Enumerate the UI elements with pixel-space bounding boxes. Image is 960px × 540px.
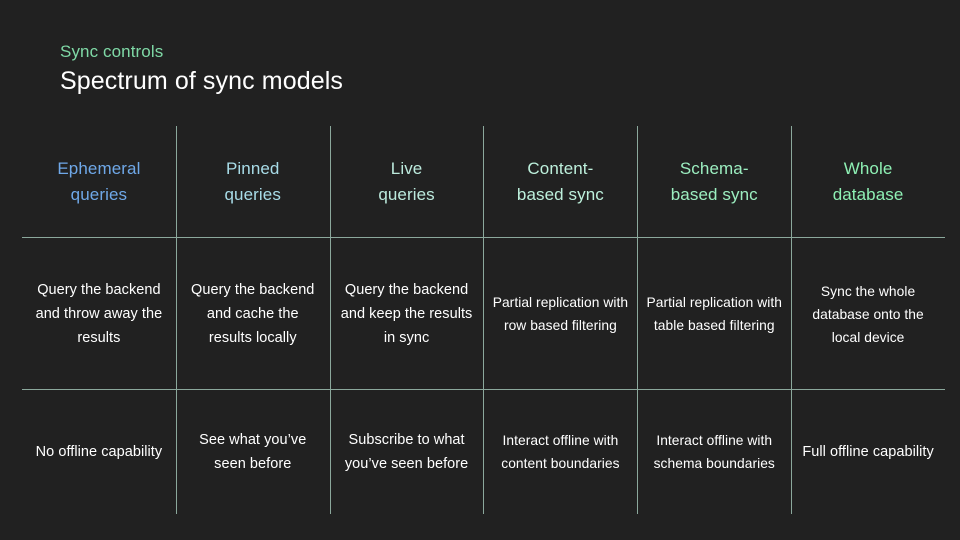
description-text: Query the backend and throw away the res… (35, 282, 163, 346)
slide-eyebrow: Sync controls (60, 42, 164, 61)
sync-models-table: Ephemeral queries Pinned queries Live qu… (22, 126, 945, 514)
offline-text: No offline capability (35, 444, 163, 460)
description-text: Sync the whole database onto the local d… (812, 283, 924, 345)
column-header-line1: Schema- (679, 159, 749, 178)
table-header-cell-pinned-queries: Pinned queries (175, 126, 330, 238)
table-row: Interact offline with content boundaries (483, 390, 637, 514)
offline-text: See what you’ve seen before (199, 432, 307, 472)
table-row: Partial replication with table based fil… (637, 238, 791, 390)
column-header-line1: Pinned (225, 159, 280, 178)
table-row: No offline capability (22, 390, 176, 514)
table-row: Partial replication with row based filte… (483, 238, 638, 390)
column-header-line2: based sync (516, 185, 604, 204)
table-header-cell-schema-based-sync: Schema- based sync (637, 126, 791, 238)
page-title: Spectrum of sync models (60, 67, 343, 95)
table-header-cell-live-queries: Live queries (329, 126, 484, 238)
column-header-label: Whole database (833, 156, 904, 208)
column-header-label: Schema- based sync (671, 156, 758, 208)
column-header-line2: queries (224, 185, 281, 204)
column-header-line1: Live (390, 159, 423, 178)
column-header-line2: database (832, 185, 904, 204)
column-header-line2: based sync (670, 185, 758, 204)
column-header-label: Live queries (378, 156, 434, 208)
column-header-line2: queries (70, 185, 128, 204)
table-row: Subscribe to what you’ve seen before (329, 390, 484, 514)
table-row: Interact offline with schema boundaries (637, 390, 791, 514)
column-header-line2: queries (378, 185, 435, 204)
offline-text: Subscribe to what you’ve seen before (344, 432, 469, 472)
table-row: Sync the whole database onto the local d… (791, 238, 945, 390)
column-header-line1: Content- (527, 159, 594, 178)
offline-text: Interact offline with content boundaries (501, 433, 620, 471)
column-header-label: Content- based sync (517, 156, 604, 208)
column-header-line1: Ephemeral (57, 159, 141, 178)
column-header-line1: Whole (843, 159, 893, 178)
description-text: Query the backend and keep the results i… (340, 282, 473, 346)
table-header-cell-whole-database: Whole database (791, 126, 945, 238)
offline-text: Full offline capability (802, 444, 934, 460)
slide-header: Sync controls Spectrum of sync models (60, 41, 343, 97)
table-row: Query the backend and cache the results … (175, 238, 330, 390)
description-text: Partial replication with row based filte… (492, 295, 629, 333)
description-text: Partial replication with table based fil… (646, 295, 782, 333)
column-header-label: Ephemeral queries (57, 156, 140, 208)
description-text: Query the backend and cache the results … (191, 282, 315, 346)
table-row: Query the backend and keep the results i… (329, 238, 484, 390)
table-header-cell-ephemeral-queries: Ephemeral queries (22, 126, 176, 238)
offline-text: Interact offline with schema boundaries (653, 433, 775, 471)
column-header-label: Pinned queries (225, 156, 281, 208)
table-header-cell-content-based-sync: Content- based sync (483, 126, 638, 238)
table-row: Full offline capability (791, 390, 945, 514)
table-row: See what you’ve seen before (175, 390, 330, 514)
table-row: Query the backend and throw away the res… (22, 238, 176, 390)
